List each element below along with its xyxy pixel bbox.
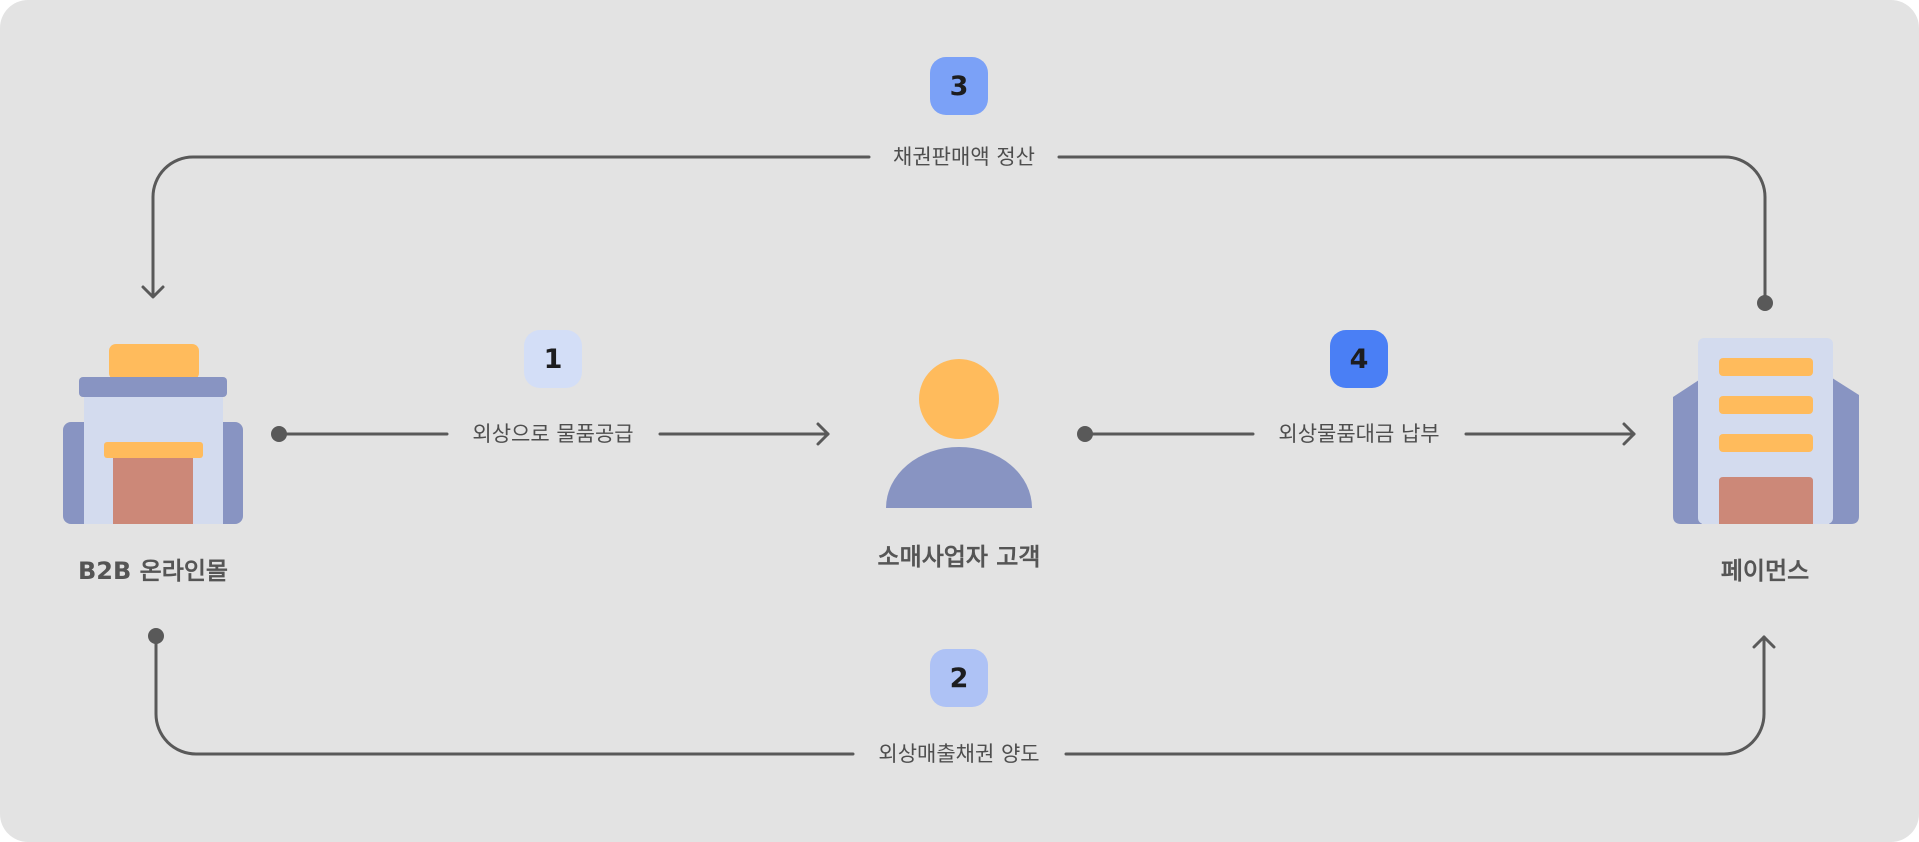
arrowhead-step-2 [1752,635,1776,649]
step-3-label: 채권판매액 정산 [893,145,1035,169]
step-2-label: 외상매출채권 양도 [878,742,1040,766]
step-2-badge: 2 [930,649,988,707]
connector-step-2-right [1064,635,1766,756]
connector-step-3-right [1057,155,1767,305]
step-1-badge: 1 [524,330,582,388]
step-4-label: 외상물품대금 납부 [1278,422,1440,446]
origin-dot-step-4 [1077,426,1093,442]
paymence-label: 페이먼스 [1720,557,1810,585]
arrowhead-step-3 [141,285,165,299]
customer-label: 소매사업자 고객 [877,543,1041,571]
origin-dot-step-3 [1757,295,1773,311]
mall-label: B2B 온라인몰 [78,557,228,585]
arrowhead-step-1 [816,422,830,446]
origin-dot-step-1 [271,426,287,442]
mall-building-icon [63,344,243,524]
arrowhead-step-4 [1622,422,1636,446]
step-3-badge: 3 [930,57,988,115]
customer-person-icon [886,359,1032,508]
step-1-label: 외상으로 물품공급 [472,422,634,446]
step-4-badge: 4 [1330,330,1388,388]
paymence-building-icon [1673,338,1859,524]
origin-dot-step-2 [148,628,164,644]
connector-step-3-left [151,155,871,298]
connector-step-2-left [154,634,855,756]
